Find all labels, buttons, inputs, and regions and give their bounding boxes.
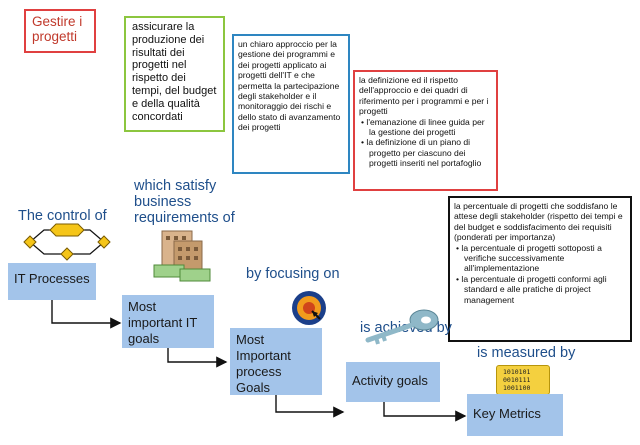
step-most-important-process-goals: Most Important process Goals bbox=[230, 328, 322, 395]
step-most-important-it-goals: Most important IT goals bbox=[122, 295, 214, 348]
binary-line: 1001100 bbox=[503, 384, 531, 392]
tagline-by-focusing-on: by focusing on bbox=[246, 266, 340, 282]
callout-metrics-bullet: • la percentuale di progetti sottoposti … bbox=[456, 242, 602, 274]
callout-framework-bullet: • la definizione di un piano di progetto… bbox=[361, 137, 482, 169]
callout-metrics-intro: la percentuale di progetti che soddisfan… bbox=[454, 201, 623, 243]
key-icon bbox=[365, 309, 439, 345]
binary-scroll-icon: 1010101 0010111 1001100 bbox=[496, 365, 550, 395]
step-activity-goals-label: Activity goals bbox=[352, 373, 428, 388]
step-activity-goals: Activity goals bbox=[346, 362, 440, 402]
process-flow-icon bbox=[23, 223, 111, 261]
step-it-processes-label: IT Processes bbox=[14, 271, 90, 286]
step-most-important-it-goals-label: Most important IT goals bbox=[128, 299, 198, 346]
page-title-text: Gestire i progetti bbox=[32, 14, 83, 44]
callout-approach-text: un chiaro approccio per la gestione dei … bbox=[238, 39, 341, 133]
callout-framework-intro: la definizione ed il rispetto dell'appro… bbox=[359, 75, 489, 117]
callout-approach: un chiaro approccio per la gestione dei … bbox=[232, 34, 350, 174]
step-it-processes: IT Processes bbox=[8, 263, 96, 300]
callout-quality-goal-text: assicurare la produzione dei risultati d… bbox=[132, 21, 217, 123]
step-key-metrics-label: Key Metrics bbox=[473, 406, 541, 421]
page-title: Gestire i progetti bbox=[24, 9, 96, 53]
money-buildings-icon bbox=[153, 230, 211, 282]
connector-2 bbox=[167, 348, 228, 368]
callout-quality-goal: assicurare la produzione dei risultati d… bbox=[124, 16, 225, 132]
connector-1 bbox=[51, 300, 122, 329]
callout-metrics: la percentuale di progetti che soddisfan… bbox=[448, 196, 632, 342]
callout-framework: la definizione ed il rispetto dell'appro… bbox=[353, 70, 498, 191]
step-key-metrics: Key Metrics bbox=[467, 394, 563, 436]
tagline-control-of: The control of bbox=[18, 208, 107, 224]
binary-line: 1010101 bbox=[503, 368, 531, 376]
tagline-which-satisfy: which satisfy business requirements of bbox=[134, 178, 235, 226]
step-most-important-process-goals-label: Most Important process Goals bbox=[236, 332, 291, 395]
target-icon bbox=[292, 291, 326, 325]
tagline-is-measured-by: is measured by bbox=[477, 345, 576, 361]
callout-metrics-bullet: • la percentuale di progetti conformi ag… bbox=[456, 273, 607, 305]
binary-line: 0010111 bbox=[503, 376, 531, 384]
connector-3 bbox=[275, 395, 345, 418]
connector-4 bbox=[383, 402, 467, 422]
callout-framework-bullet: • l'emanazione di linee guida per la ges… bbox=[361, 116, 485, 138]
